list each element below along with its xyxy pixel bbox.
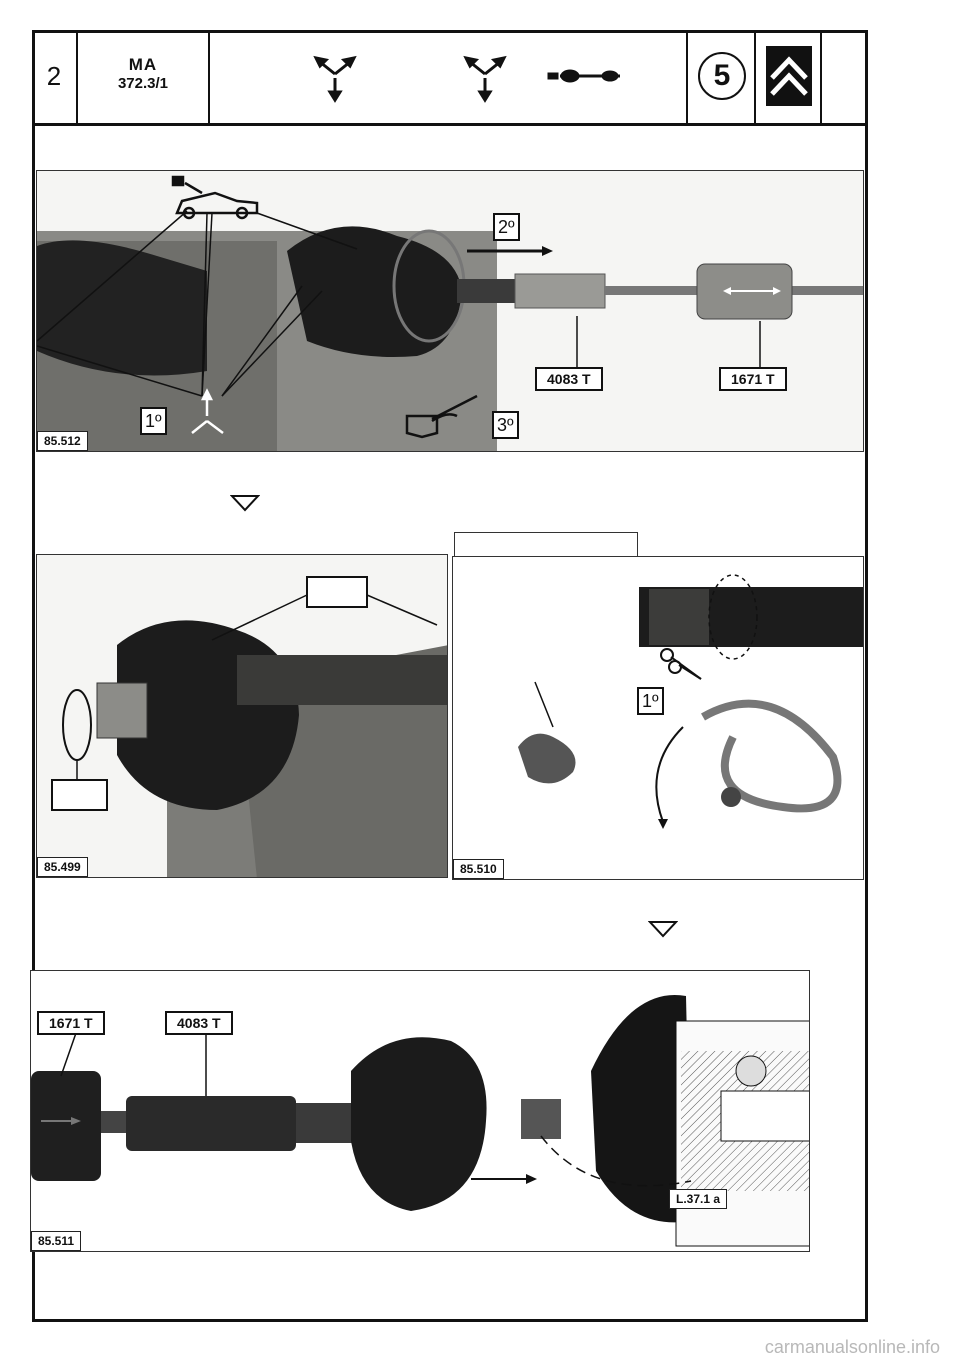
tool-label-1671t: 1671 T	[37, 1011, 105, 1035]
citroen-logo-cell	[756, 30, 822, 123]
axes-arrows-icon	[191, 388, 224, 434]
reference-line-1: MA	[128, 55, 158, 74]
next-arrow-icon	[230, 495, 260, 512]
figure-85-510: 85.510 1º	[452, 556, 864, 880]
watermark: carmanualsonline.info	[764, 1337, 940, 1357]
suspension-arrows-icon	[313, 55, 357, 103]
grease-box-icon	[51, 779, 108, 811]
step-1-label: 1º	[140, 407, 167, 435]
figure-85-511: 1671 T 4083 T L.37.1 a 85.511	[30, 970, 810, 1252]
tool-label-4083t: 4083 T	[165, 1011, 233, 1035]
tool-label-1671t: 1671 T	[719, 367, 787, 391]
car-icon	[171, 175, 259, 220]
page-number: 2	[32, 30, 78, 123]
citroen-logo-icon	[766, 46, 812, 106]
figure-id: 85.499	[37, 857, 88, 877]
figure-id: 85.511	[31, 1231, 82, 1251]
operation-number: 5	[698, 52, 746, 100]
figure-85-512: 85.512 4083 T 1671 T 1º 2º 3º	[36, 170, 864, 452]
driveshaft-icon	[547, 69, 620, 83]
step-2-label: 2º	[493, 213, 520, 241]
figure-id: 85.512	[37, 431, 88, 451]
step-3-label: 3º	[492, 411, 519, 439]
scissors-icon	[660, 648, 702, 680]
next-arrow-icon	[648, 921, 678, 938]
operation-number-cell: 5	[688, 30, 756, 123]
tool-label-4083t: 4083 T	[535, 367, 603, 391]
header-bar: 2 MA 372.3/1 5	[32, 30, 868, 126]
figure-id: 85.510	[453, 859, 504, 879]
reference-code: MA 372.3/1	[78, 30, 210, 123]
grease-box-icon	[306, 576, 368, 608]
grease-icon	[405, 394, 478, 439]
section-ref-label: L.37.1 a	[669, 1189, 728, 1209]
step-1-label: 1º	[637, 687, 664, 715]
page-frame	[32, 30, 868, 1322]
suspension-arrows-icon	[463, 55, 507, 103]
header-icons	[210, 30, 688, 123]
reference-line-2: 372.3/1	[117, 75, 169, 92]
figure-85-499: 85.499	[36, 554, 448, 878]
